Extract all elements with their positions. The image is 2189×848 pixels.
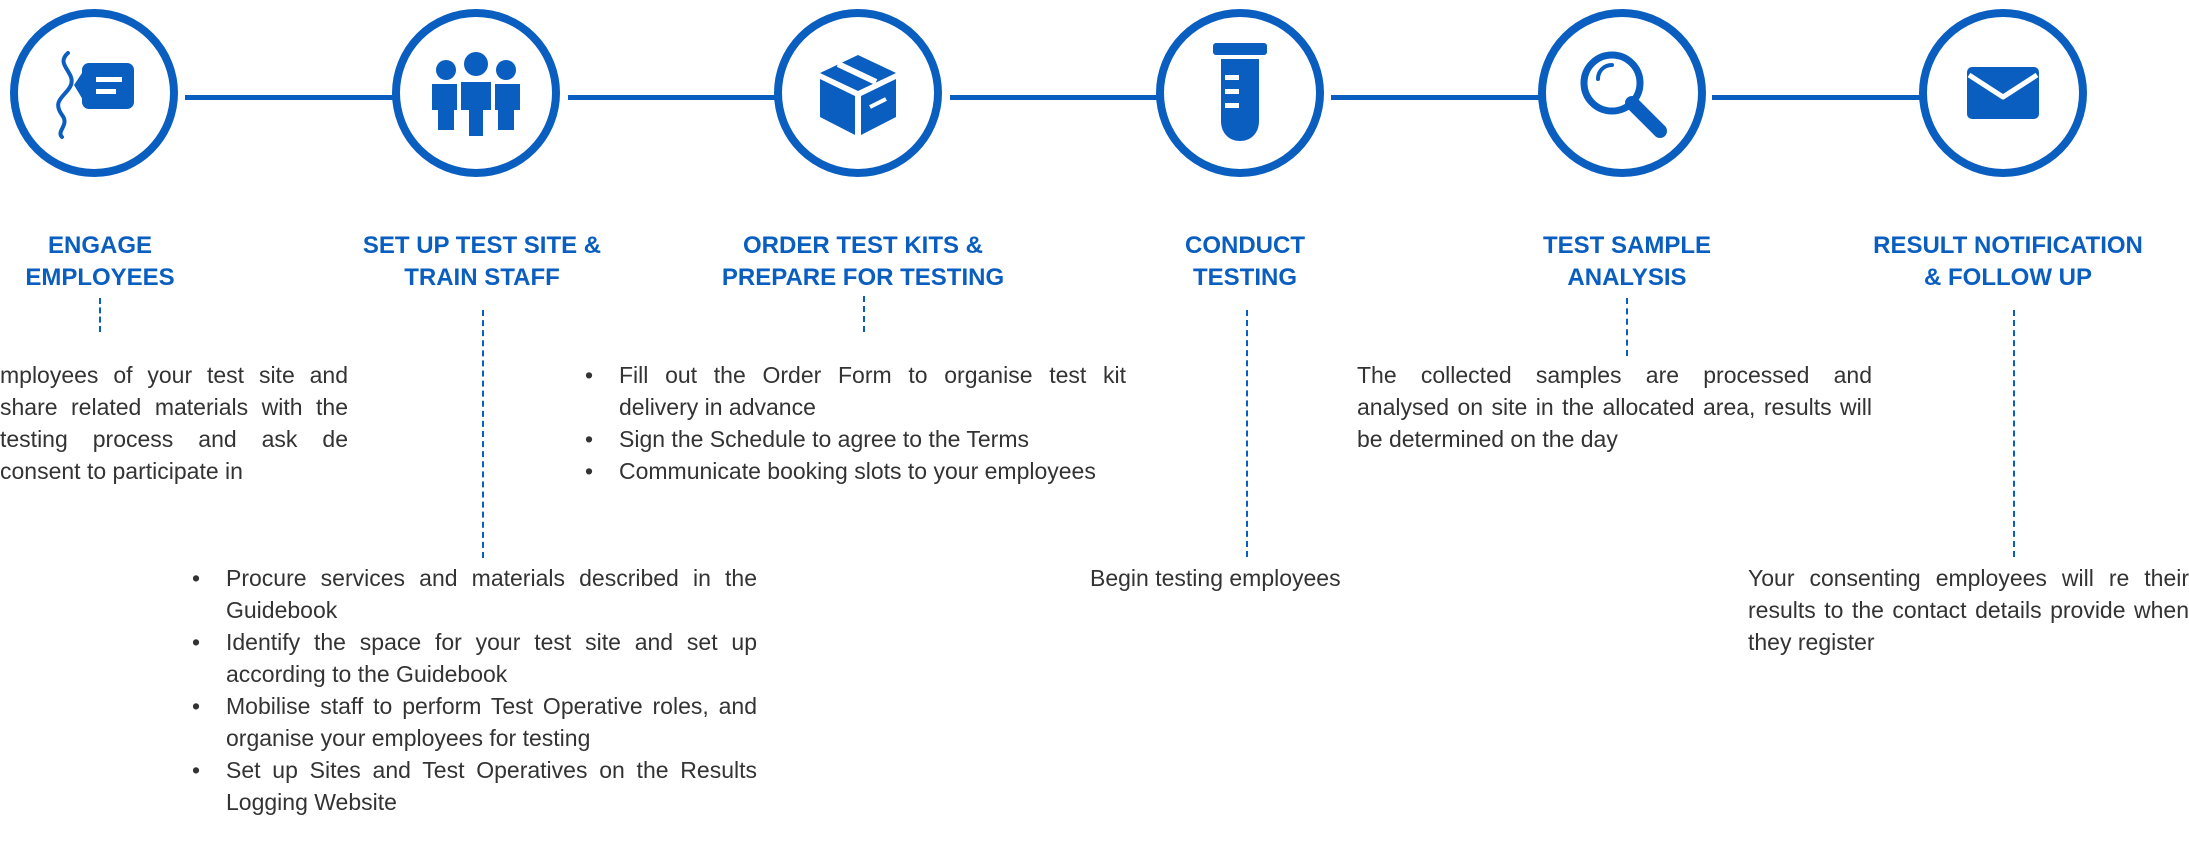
timeline-connector <box>185 95 411 100</box>
connector-dash <box>863 296 865 332</box>
envelope-icon <box>1963 63 2043 123</box>
step-engage-circle <box>10 9 178 177</box>
connector-dash <box>1626 298 1628 356</box>
step-description-result: Your consenting employees will re their … <box>1748 562 2189 658</box>
description-text: Begin testing employees <box>1090 565 1341 591</box>
step-description-order: Fill out the Order Form to organise test… <box>583 359 1126 487</box>
timeline-connector <box>950 95 1163 100</box>
timeline-connector <box>568 95 777 100</box>
setup-bullet-list: Procure services and materials described… <box>190 562 757 818</box>
connector-dash <box>99 298 101 332</box>
step-title-setup: SET UP TEST SITE & TRAIN STAFF <box>362 232 602 291</box>
connector-dash <box>482 310 484 558</box>
description-text: Your consenting employees will re their … <box>1748 565 2189 655</box>
list-item: Identify the space for your test site an… <box>190 626 757 690</box>
step-result-circle <box>1919 9 2087 177</box>
order-bullet-list: Fill out the Order Form to organise test… <box>583 359 1126 487</box>
timeline-connector <box>1331 95 1544 100</box>
description-text: The collected samples are processed and … <box>1357 362 1872 452</box>
description-text: mployees of your test site and share rel… <box>0 362 348 484</box>
list-item: Mobilise staff to perform Test Operative… <box>190 690 757 754</box>
list-item: Fill out the Order Form to organise test… <box>583 359 1126 423</box>
list-item: Sign the Schedule to agree to the Terms <box>583 423 1126 455</box>
team-icon <box>426 48 526 138</box>
list-item: Communicate booking slots to your employ… <box>583 455 1126 487</box>
timeline-connector <box>1712 95 1924 100</box>
step-title-result: RESULT NOTIFICATION & FOLLOW UP <box>1873 232 2143 291</box>
connector-dash <box>1246 310 1248 557</box>
step-order-circle <box>774 9 942 177</box>
list-item: Procure services and materials described… <box>190 562 757 626</box>
step-setup-circle <box>392 9 560 177</box>
test-tube-icon <box>1205 41 1275 145</box>
step-description-engage: mployees of your test site and share rel… <box>0 359 348 487</box>
step-description-analysis: The collected samples are processed and … <box>1357 359 1872 455</box>
step-title-analysis: TEST SAMPLE ANALYSIS <box>1542 232 1712 291</box>
step-description-setup: Procure services and materials described… <box>190 562 757 818</box>
chat-bubble-icon <box>44 43 144 143</box>
connector-dash <box>2013 310 2015 557</box>
step-description-conduct: Begin testing employees <box>1090 562 1430 594</box>
step-title-engage: ENGAGE EMPLOYEES <box>25 232 175 291</box>
magnifier-icon <box>1572 43 1672 143</box>
list-item: Set up Sites and Test Operatives on the … <box>190 754 757 818</box>
step-conduct-circle <box>1156 9 1324 177</box>
step-title-conduct: CONDUCT TESTING <box>1185 232 1305 291</box>
step-analysis-circle <box>1538 9 1706 177</box>
box-icon <box>810 45 906 141</box>
step-title-order: ORDER TEST KITS & PREPARE FOR TESTING <box>721 232 1005 291</box>
